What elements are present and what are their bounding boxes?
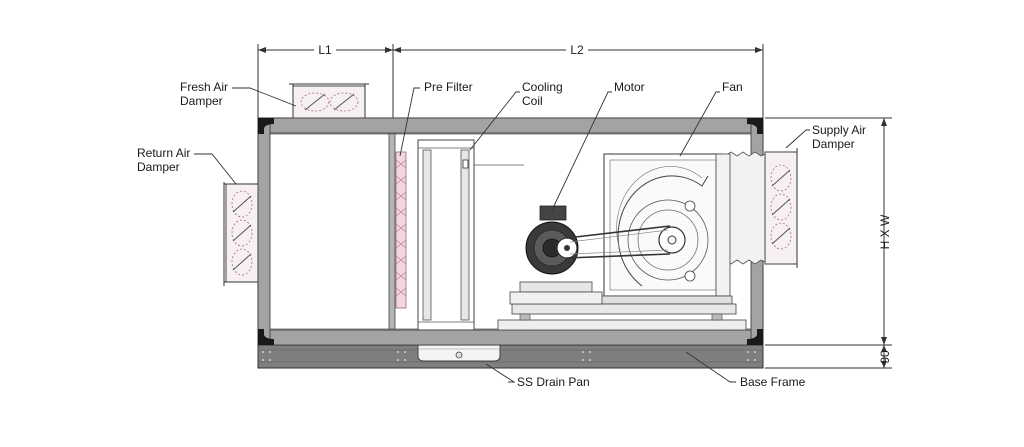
dimension-l1-label: L1 xyxy=(318,43,332,57)
label-return-air-1: Return Air xyxy=(137,146,190,160)
fresh-air-damper xyxy=(289,83,369,119)
label-fresh-air-2: Damper xyxy=(180,94,223,108)
label-supply-air-2: Damper xyxy=(812,137,855,151)
dimension-base-label: 90 xyxy=(878,350,892,364)
fan-assembly xyxy=(497,153,747,331)
supply-air-damper xyxy=(724,148,798,268)
label-pre-filter: Pre Filter xyxy=(424,80,473,94)
label-base-frame: Base Frame xyxy=(740,375,806,389)
label-motor: Motor xyxy=(614,80,645,94)
return-air-damper xyxy=(223,182,259,286)
component-labels: Fresh Air Damper Return Air Damper Pre F… xyxy=(137,80,866,389)
dimension-height: H X W 90 xyxy=(765,117,892,369)
label-cooling-coil-1: Cooling xyxy=(522,80,563,94)
label-cooling-coil-2: Coil xyxy=(522,94,543,108)
label-supply-air-1: Supply Air xyxy=(812,123,866,137)
dimension-l2-label: L2 xyxy=(570,43,584,57)
dimension-l2: L2 xyxy=(393,42,764,118)
base-frame xyxy=(257,344,764,369)
label-ss-drain-pan: SS Drain Pan xyxy=(517,375,590,389)
cooling-coil xyxy=(417,139,524,331)
ss-drain-pan xyxy=(417,344,501,362)
label-return-air-2: Damper xyxy=(137,160,180,174)
leader-lines xyxy=(194,87,810,383)
dimension-hxw-label: H X W xyxy=(878,214,892,249)
pre-filter xyxy=(395,151,407,309)
label-fresh-air-1: Fresh Air xyxy=(180,80,228,94)
label-fan: Fan xyxy=(722,80,743,94)
dimension-l1: L1 xyxy=(257,42,394,118)
motor xyxy=(509,205,671,305)
